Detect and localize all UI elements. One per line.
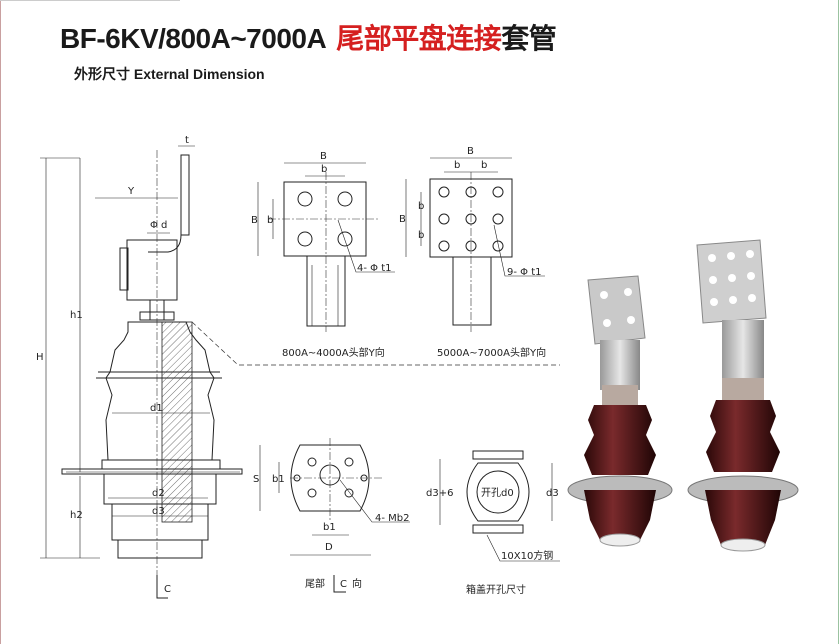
caption-head-small: 800A~4000A头部Y向 (282, 346, 385, 359)
dim-d3-plus-6: d3+6 (426, 488, 453, 499)
dim-d0: 开孔d0 (481, 487, 514, 499)
dim-b-top: b (321, 164, 327, 175)
page-title: BF-6KV/800A~7000A 尾部平盘连接套管 (60, 17, 557, 57)
title-highlight: 尾部平盘连接 (336, 23, 502, 54)
dim-b-left: b (267, 215, 273, 226)
caption-cover-hole: 箱盖开孔尺寸 (466, 583, 526, 596)
dim-b-top-2: b (481, 160, 487, 171)
dim-d3: d3 (546, 488, 559, 499)
dim-b1-bottom: b1 (323, 522, 336, 533)
dim-phi-d: Φ d (150, 220, 167, 231)
bushing-photo-small (567, 275, 673, 547)
dim-d3: d3 (152, 506, 165, 517)
holes-label-mb2: 4- Mb2 (375, 513, 410, 524)
square-steel-label: 10X10方钢 (501, 549, 553, 562)
title-model: BF-6KV/800A~7000A (60, 23, 327, 54)
head-view-800-4000: B b B b 4- Φ t1 800A~4000A头部Y向 (251, 151, 395, 359)
dim-d2: d2 (152, 488, 165, 499)
cover-hole-view: 开孔d0 d3+6 d3 10X10方钢 箱盖开孔尺寸 (426, 450, 560, 596)
bushing-photo-large (687, 239, 799, 552)
dim-B-left: B (399, 214, 406, 225)
dim-B-top: B (320, 151, 327, 162)
head-view-5000-7000: B b b B b b 9- Φ t1 5000A~7000A头部Y向 (399, 146, 546, 359)
caption-tail-prefix: 尾部 (305, 577, 325, 590)
dim-D: D (325, 542, 333, 553)
dim-h1: h1 (70, 310, 83, 321)
holes-label-9: 9- Φ t1 (507, 267, 541, 278)
title-suffix: 套管 (501, 23, 557, 54)
dim-H: H (36, 352, 44, 363)
view-c-label: C (164, 584, 171, 595)
dim-d1: d1 (150, 403, 163, 414)
section-subtitle: 外形尺寸 External Dimension (74, 66, 265, 82)
caption-head-large: 5000A~7000A头部Y向 (437, 346, 546, 359)
frame-border-left (0, 0, 1, 644)
dim-h2: h2 (70, 510, 83, 521)
holes-label-4: 4- Φ t1 (357, 263, 391, 274)
tail-view: S b1 b1 D 4- Mb2 尾部 C 向 (253, 438, 410, 593)
dim-B-top: B (467, 146, 474, 157)
dim-B-left: B (251, 215, 258, 226)
frame-border-top (0, 0, 180, 1)
dim-b1-left: b1 (272, 474, 285, 485)
dim-b-left-1: b (418, 201, 424, 212)
side-view: H h1 h2 t Y Φ d d1 d2 (36, 135, 560, 599)
dim-S: S (253, 474, 259, 485)
view-y-label: Y (127, 186, 135, 197)
dim-b-top-1: b (454, 160, 460, 171)
caption-tail-c: C (340, 579, 347, 590)
dim-b-left-2: b (418, 230, 424, 241)
caption-tail-suffix: 向 (352, 577, 362, 590)
dim-t: t (185, 135, 189, 146)
